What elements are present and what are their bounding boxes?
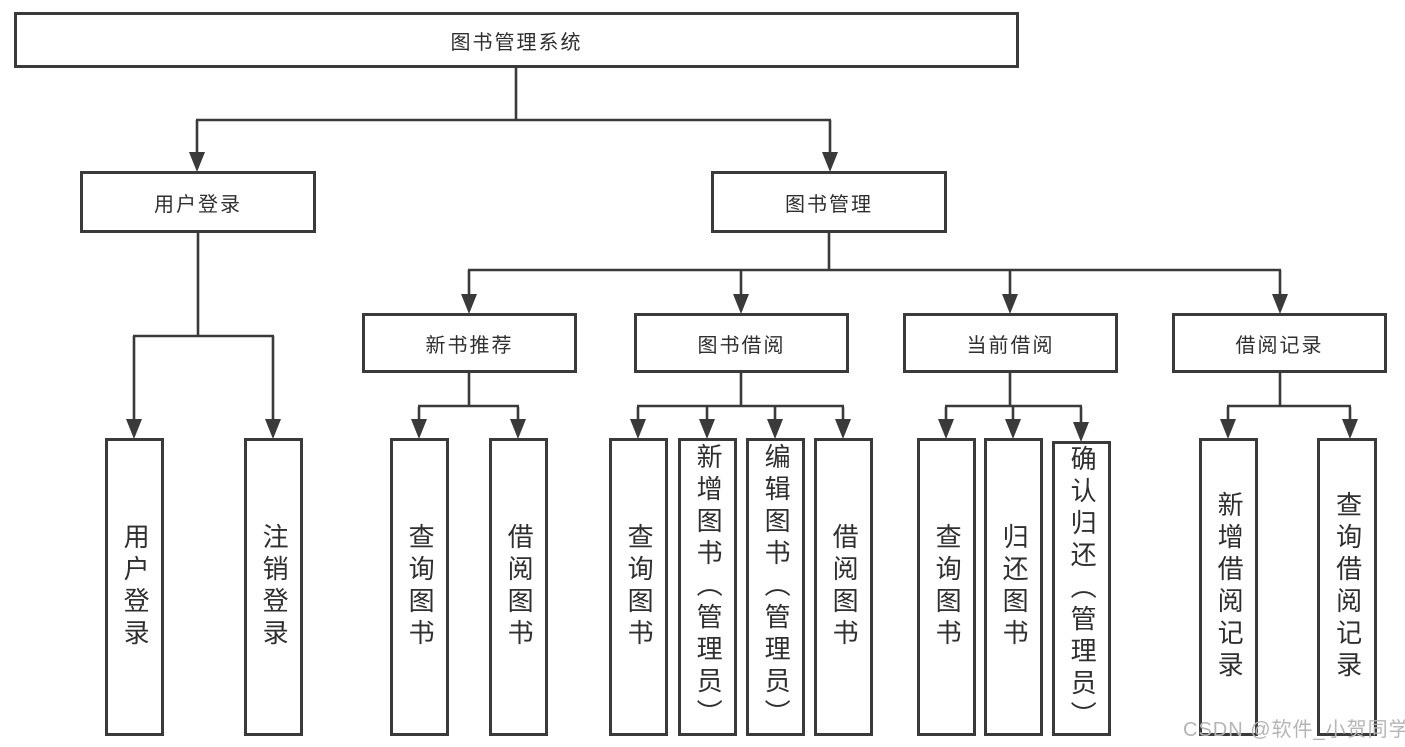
leaf-query-books-borrowing-label: 查询图书 xyxy=(624,523,655,651)
leaf-logout-label: 注销登录 xyxy=(259,523,290,651)
arrowheads xyxy=(126,152,1358,442)
node-current-borrowing: 当前借阅 xyxy=(903,313,1118,373)
leaf-borrow-books-recommend: 借阅图书 xyxy=(489,438,548,736)
leaf-user-login: 用户登录 xyxy=(105,438,164,736)
leaf-query-borrow-record: 查询借阅记录 xyxy=(1317,438,1377,736)
node-new-book-recommend: 新书推荐 xyxy=(362,313,577,373)
leaf-query-books-recommend: 查询图书 xyxy=(390,438,449,736)
watermark: CSDN @软件_小贺同学 xyxy=(1183,719,1405,741)
leaf-query-books-current: 查询图书 xyxy=(917,438,976,736)
leaf-borrow-books-borrowing: 借阅图书 xyxy=(814,438,873,736)
leaf-borrow-books-recommend-label: 借阅图书 xyxy=(504,523,535,651)
leaf-add-borrow-record-label: 新增借阅记录 xyxy=(1214,491,1245,683)
node-new-book-recommend-label: 新书推荐 xyxy=(425,334,514,357)
node-user-login: 用户登录 xyxy=(80,171,316,233)
node-book-management-label: 图书管理 xyxy=(785,193,873,216)
node-user-login-label: 用户登录 xyxy=(154,193,242,216)
node-book-borrowing: 图书借阅 xyxy=(634,313,849,373)
node-current-borrowing-label: 当前借阅 xyxy=(966,334,1055,357)
leaf-return-book-label: 归还图书 xyxy=(999,523,1030,651)
leaf-add-book-admin: 新增图书（管理员） xyxy=(678,438,737,736)
leaf-add-borrow-record: 新增借阅记录 xyxy=(1199,438,1258,736)
leaf-logout: 注销登录 xyxy=(244,438,303,736)
leaf-edit-book-admin-label: 编辑图书（管理员） xyxy=(761,443,792,731)
leaf-query-books-current-label: 查询图书 xyxy=(932,523,963,651)
leaf-confirm-return-admin-label: 确认归还（管理员） xyxy=(1067,444,1098,733)
node-library-system: 图书管理系统 xyxy=(14,12,1019,68)
node-borrowing-records-label: 借阅记录 xyxy=(1235,334,1324,357)
leaf-borrow-books-borrowing-label: 借阅图书 xyxy=(829,523,860,651)
leaf-return-book: 归还图书 xyxy=(984,438,1043,736)
node-borrowing-records: 借阅记录 xyxy=(1172,313,1387,373)
node-library-system-label: 图书管理系统 xyxy=(450,31,583,54)
connector-strokes xyxy=(132,68,1352,427)
node-book-management: 图书管理 xyxy=(711,171,947,233)
leaf-query-borrow-record-label: 查询借阅记录 xyxy=(1332,491,1363,683)
leaf-confirm-return-admin: 确认归还（管理员） xyxy=(1052,441,1111,736)
leaf-query-books-borrowing: 查询图书 xyxy=(609,438,668,736)
node-book-borrowing-label: 图书借阅 xyxy=(697,334,786,357)
leaf-edit-book-admin: 编辑图书（管理员） xyxy=(746,438,805,736)
leaf-user-login-label: 用户登录 xyxy=(120,523,151,651)
leaf-add-book-admin-label: 新增图书（管理员） xyxy=(693,443,724,731)
leaf-query-books-recommend-label: 查询图书 xyxy=(405,523,436,651)
